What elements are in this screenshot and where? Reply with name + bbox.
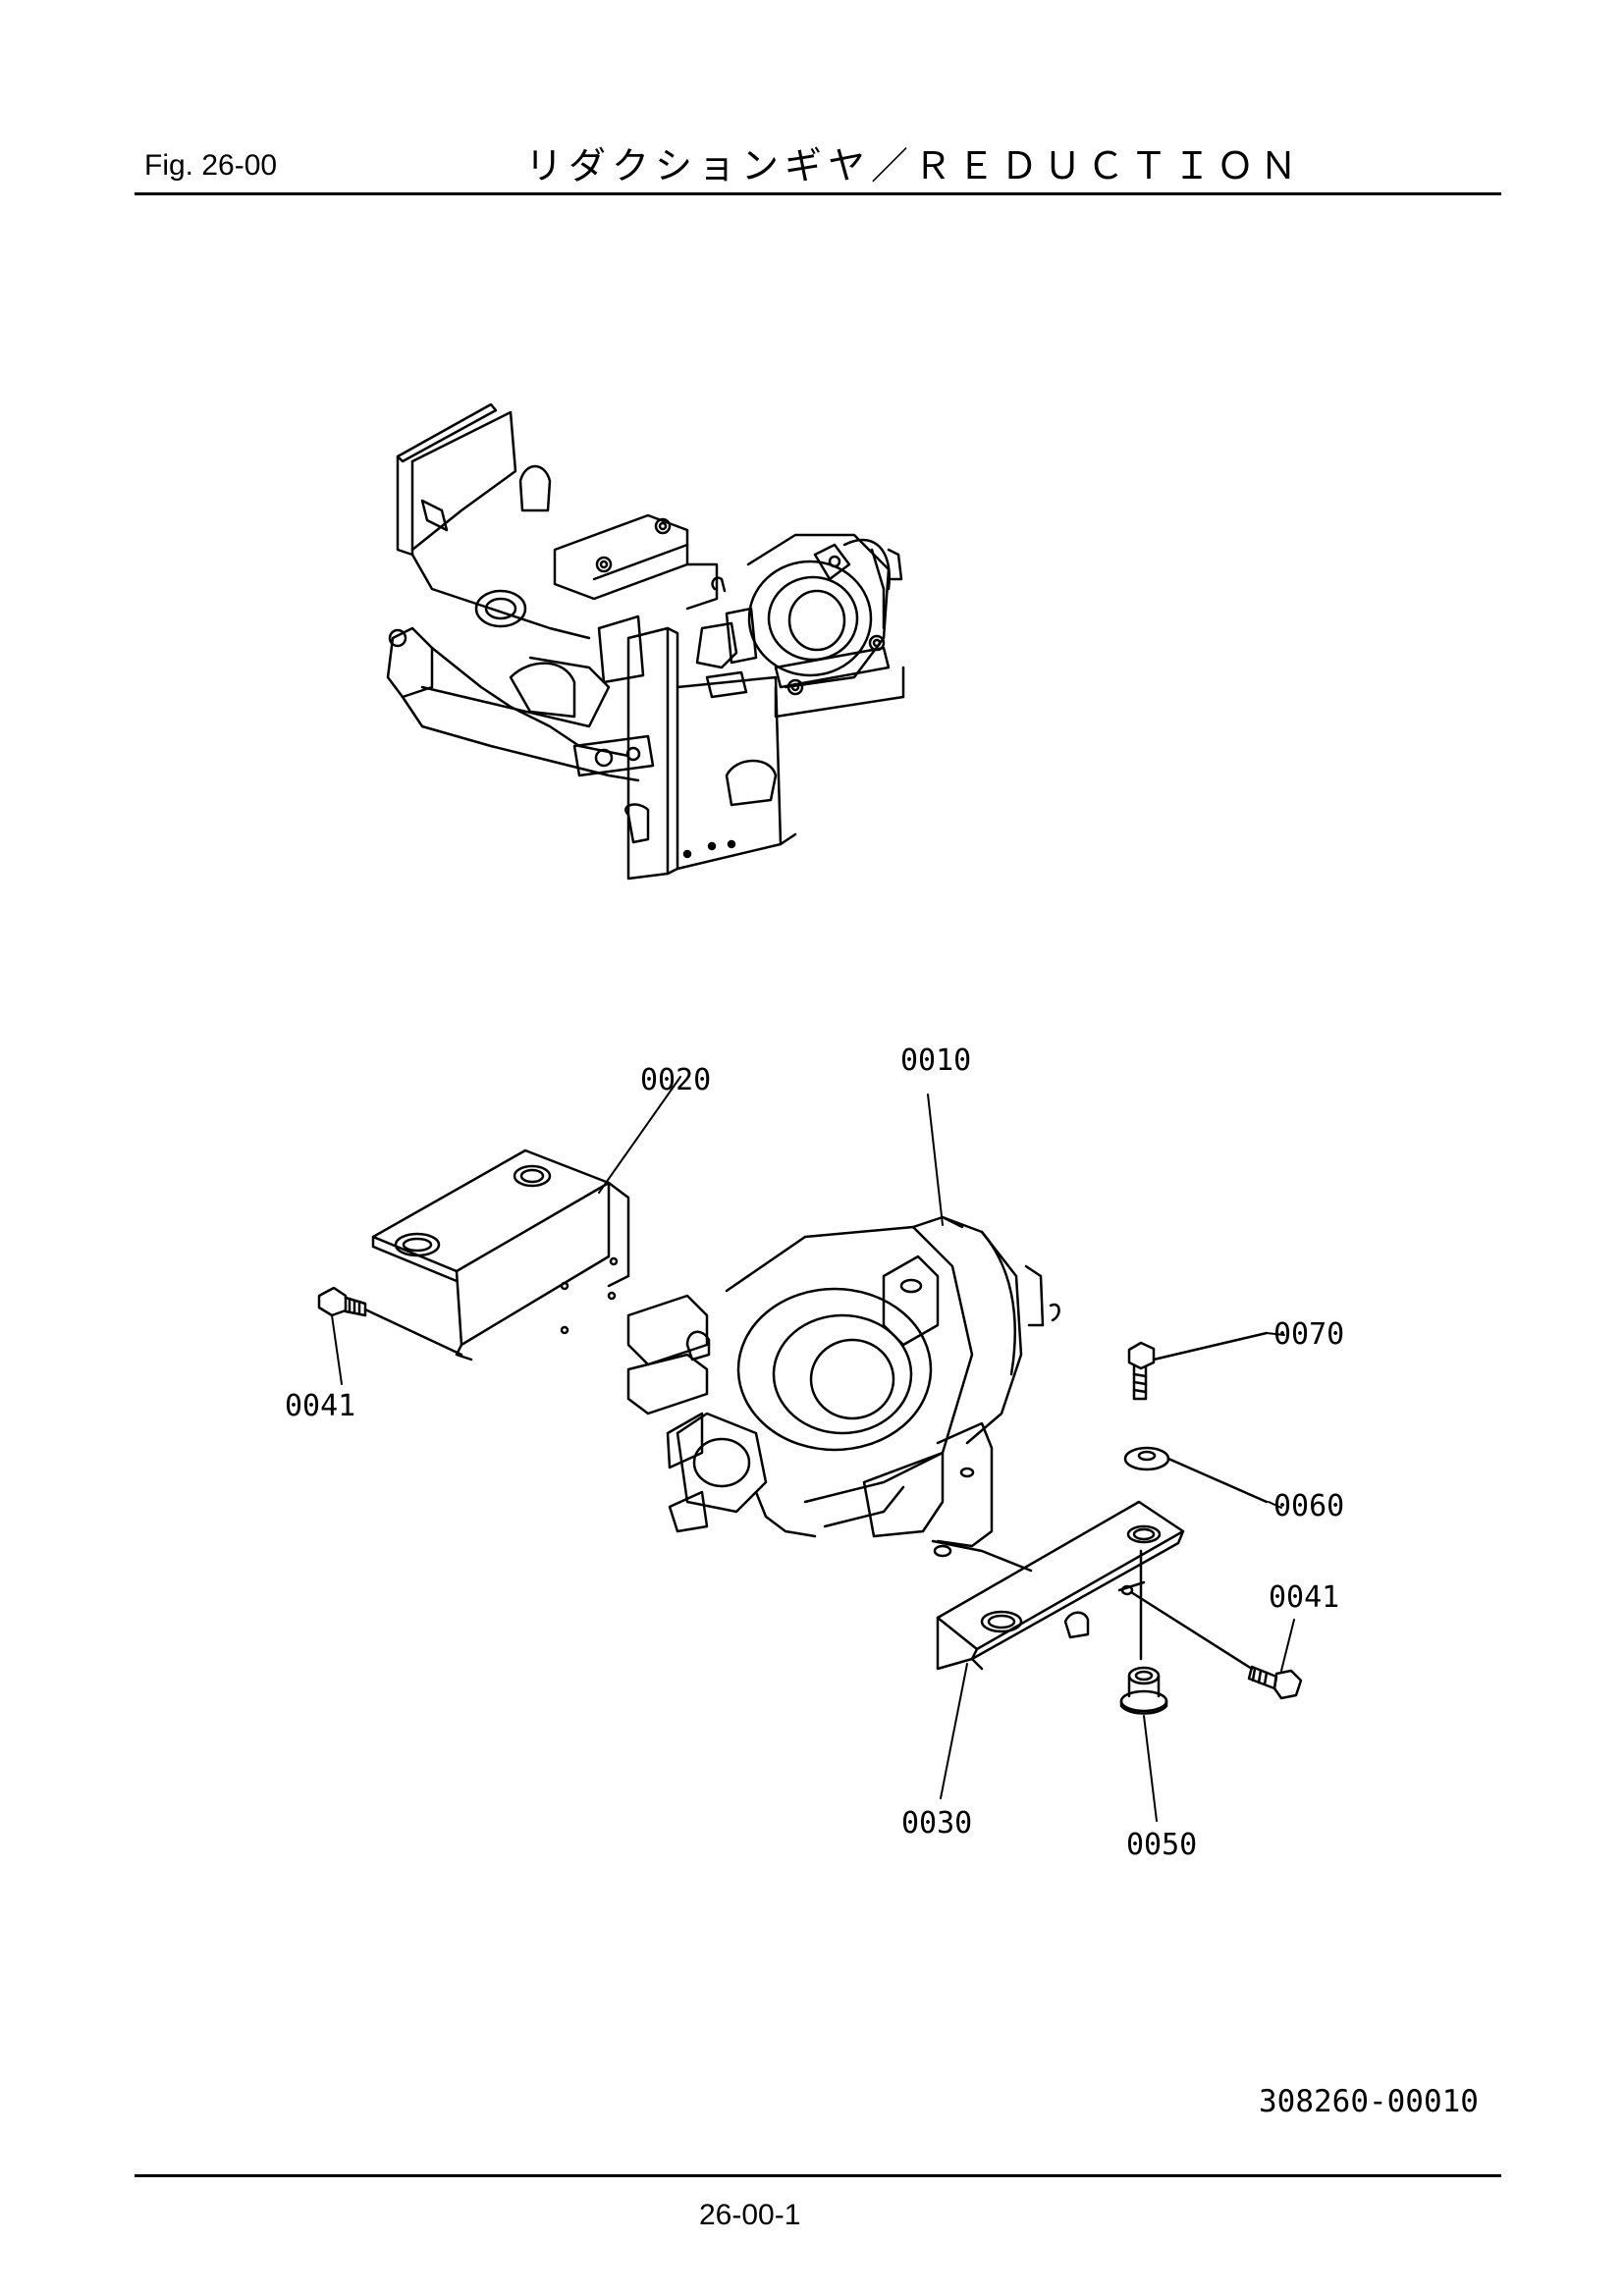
part-0041-bolt-left [317,1286,463,1357]
callout-0010: 0010 [900,1043,972,1078]
frame-overview-illustration [386,402,905,881]
footer-rule [135,2174,1501,2177]
drawing-number: 308260-00010 [1259,2084,1479,2119]
callout-0041-left: 0041 [285,1389,356,1423]
part-0020-bracket [371,1148,630,1362]
callout-0070: 0070 [1273,1317,1345,1352]
callout-0041-right: 0041 [1269,1580,1340,1615]
header-rule [135,192,1501,195]
page-number: 26-00-1 [699,2199,801,2231]
callout-0050: 0050 [1126,1828,1198,1862]
figure-number: Fig. 26-00 [144,149,278,182]
part-0010-reduction-gear [626,1215,1060,1573]
part-0030-mount-plate [936,1500,1254,1671]
page-title: リダクションギヤ／ＲＥＤＵＣＴＩＯＮ [525,144,1304,187]
part-0060-washer [1123,1446,1269,1504]
exploded-view-illustration [317,1076,1303,1822]
part-0070-bolt [1127,1331,1269,1401]
part-0041-bolt-right [1247,1665,1303,1700]
callout-0060: 0060 [1273,1489,1345,1523]
callout-0020: 0020 [640,1063,712,1097]
part-0050-bushing [1119,1666,1168,1715]
callout-0030: 0030 [901,1806,973,1841]
